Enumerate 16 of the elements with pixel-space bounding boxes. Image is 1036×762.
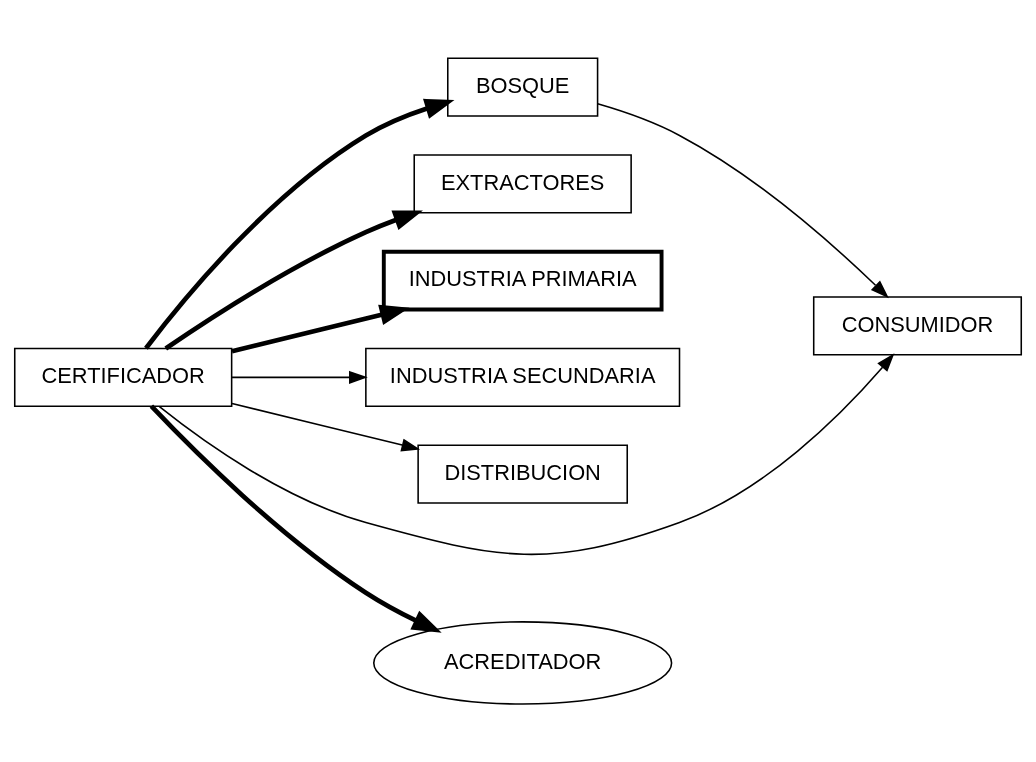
arrow xyxy=(231,304,410,354)
node-box: DISTRIBUCION xyxy=(417,444,628,504)
node-box: INDUSTRIA SECUNDARIA xyxy=(365,347,681,407)
node-box: CONSUMIDOR xyxy=(812,296,1023,356)
node-box: CERTIFICADOR xyxy=(13,347,233,407)
arrow xyxy=(231,402,421,452)
arrow xyxy=(144,98,455,350)
arrow xyxy=(231,370,368,384)
arrow xyxy=(164,210,423,351)
arrow xyxy=(596,103,889,299)
node-box: INDUSTRIA PRIMARIA xyxy=(381,249,664,312)
node-box: BOSQUE xyxy=(447,57,599,117)
arrow xyxy=(158,353,895,556)
arrow xyxy=(149,404,442,633)
node-box: EXTRACTORES xyxy=(413,154,632,214)
node-ellipse: ACREDITADOR xyxy=(373,621,673,705)
